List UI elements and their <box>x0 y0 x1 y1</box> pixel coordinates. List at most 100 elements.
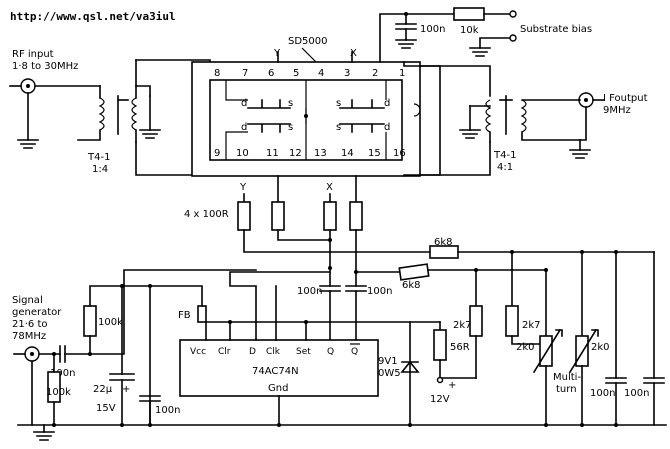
pot-2k0-1-label: 2k0 <box>516 342 535 353</box>
r-bias-10k <box>453 7 485 21</box>
sd5000-label: SD5000 <box>288 36 328 47</box>
pin-10: 10 <box>236 148 249 159</box>
pin-3: 3 <box>344 68 350 79</box>
chip-label: 74AC74N <box>252 366 299 377</box>
pin-7: 7 <box>242 68 248 79</box>
c-100n-bot-label: 100n <box>155 405 180 416</box>
pin-clr: Clr <box>218 347 231 357</box>
pin-11: 11 <box>266 148 279 159</box>
r-56r <box>433 329 447 361</box>
pin-d: D <box>249 347 256 357</box>
zener-label: 9V1 <box>378 356 398 367</box>
r-bias-label: 10k <box>460 25 479 36</box>
substrate-bias-label: Substrate bias <box>520 24 592 35</box>
fb-label: FB <box>178 310 191 321</box>
fet2-s: s <box>336 98 341 109</box>
url-text: http://www.qsl.net/va3iul <box>10 10 176 23</box>
sd5000-fets: d s s d d s s d <box>241 98 390 133</box>
c-22u-voltage: 15V <box>96 403 116 414</box>
t-left-ratio: 1:4 <box>92 164 108 175</box>
if-freq-label: 9MHz <box>603 105 631 116</box>
pin-gnd: Gnd <box>268 383 288 394</box>
r-6k8-1-label: 6k8 <box>434 237 453 248</box>
c-q-label: 100n <box>297 286 322 297</box>
ferrite-bead <box>197 305 207 323</box>
pin-5: 5 <box>293 68 299 79</box>
pin-qbar: Q <box>351 347 358 357</box>
supply-12v-label: 12V <box>430 394 450 405</box>
r100-3 <box>323 201 337 231</box>
pin-clk: Clk <box>266 347 281 357</box>
transformer-right <box>459 95 581 143</box>
supply-plus: + <box>448 380 456 391</box>
signal-generator-connector <box>13 346 61 426</box>
if-output-label: I Foutput <box>603 93 648 104</box>
sig-range-label2: 78MHz <box>12 331 46 342</box>
r-100k-bot-label: 100k <box>46 387 71 398</box>
transformer-left <box>77 85 161 143</box>
multiturn-label2: turn <box>556 384 577 395</box>
r-56r-label: 56R <box>450 342 470 353</box>
zener-rating: 0W5 <box>378 368 401 379</box>
sig-gen-label2: generator <box>12 307 62 318</box>
t-left-label: T4-1 <box>87 152 110 163</box>
pin-1: 1 <box>399 68 405 79</box>
r-6k8-2-label: 6k8 <box>402 280 421 291</box>
r100-2 <box>271 201 285 231</box>
pin-15: 15 <box>368 148 381 159</box>
sig-range-label: 21·6 to <box>12 319 47 330</box>
r-100k-top-label: 100k <box>98 317 123 328</box>
sig-gen-label: Signal <box>12 295 43 306</box>
c-out2-label: 100n <box>624 388 649 399</box>
pin-set: Set <box>296 347 311 357</box>
pin-13: 13 <box>314 148 327 159</box>
substrate-bias-gnd-terminal <box>509 34 517 42</box>
pin-vcc: Vcc <box>190 347 206 357</box>
fet3-s: s <box>288 122 293 133</box>
fet4-d: d <box>384 122 390 133</box>
r100-4 <box>349 201 363 231</box>
pot-2k0-2 <box>575 335 589 367</box>
r-6k8-2 <box>398 263 430 281</box>
pot-2k0-1 <box>539 335 553 367</box>
supply-12v-terminal <box>436 376 444 384</box>
substrate-bias-terminal <box>509 10 517 18</box>
node-y-bottom: Y <box>239 182 247 193</box>
t-right-ratio: 4:1 <box>497 162 513 173</box>
r-2k7-2-label: 2k7 <box>522 320 541 331</box>
pin-4: 4 <box>318 68 324 79</box>
r-2k7-1-label: 2k7 <box>453 320 472 331</box>
c-22u-plus: + <box>122 384 130 395</box>
r-100k-top <box>83 305 97 337</box>
fet1-d: d <box>241 98 247 109</box>
fet1-s: s <box>288 98 293 109</box>
pin-9: 9 <box>214 148 220 159</box>
pin-14: 14 <box>341 148 354 159</box>
rf-input-label: RF input <box>12 49 54 60</box>
if-output-connector <box>569 92 605 159</box>
pin-12: 12 <box>289 148 302 159</box>
c-bias-label: 100n <box>420 24 445 35</box>
node-x-bottom: X <box>326 182 333 193</box>
node-y-top: Y <box>273 48 281 59</box>
rf-range-label: 1·8 to 30MHz <box>12 61 78 72</box>
pin-16: 16 <box>393 148 406 159</box>
pot-2k0-2-label: 2k0 <box>591 342 610 353</box>
rf-input-connector <box>9 78 101 149</box>
r100-1 <box>237 201 251 231</box>
fet4-s: s <box>336 122 341 133</box>
r-2k7-2 <box>505 305 519 337</box>
node-x-top: X <box>350 48 357 59</box>
fet2-d: d <box>384 98 390 109</box>
pin-8: 8 <box>214 68 220 79</box>
res-array-label: 4 x 100R <box>184 209 229 220</box>
t-right-label: T4-1 <box>493 150 516 161</box>
c-22u-label: 22μ <box>93 384 113 395</box>
pin-2: 2 <box>372 68 378 79</box>
pin-q: Q <box>327 347 334 357</box>
c-qbar-label: 100n <box>367 286 392 297</box>
c-out1-label: 100n <box>590 388 615 399</box>
multiturn-label: Multi- <box>553 372 581 383</box>
